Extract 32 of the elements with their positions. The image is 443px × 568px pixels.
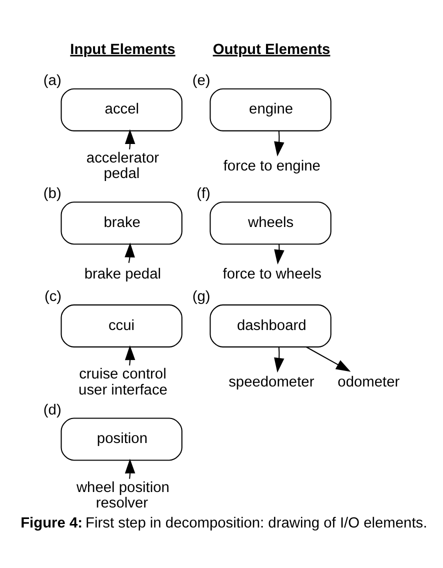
arrow	[306, 346, 351, 372]
arrow	[124, 344, 136, 366]
node-label: (d)	[43, 402, 62, 418]
node-box: engine	[210, 88, 332, 131]
arrow	[274, 244, 284, 264]
node-text: wheel position resolver	[76, 479, 170, 512]
arrow	[124, 458, 136, 478]
node-text: cruise control user interface	[78, 366, 168, 398]
node-box: wheels	[210, 201, 332, 244]
arrow	[274, 346, 284, 372]
node-text: accelerator pedal	[86, 150, 160, 182]
node-text: odometer	[338, 374, 400, 390]
node-box: accel	[60, 88, 182, 131]
node-box: dashboard	[210, 304, 332, 347]
node-label: (c)	[44, 288, 62, 304]
node-label: (a)	[43, 72, 62, 88]
node-text: force to engine	[223, 158, 320, 174]
caption: Figure 4: First step in decomposition: drawing of I/O elements.	[20, 515, 428, 532]
node-label: (b)	[43, 186, 62, 202]
node-text: force to wheels	[222, 266, 322, 282]
node-text: brake pedal	[84, 266, 162, 282]
arrow	[274, 130, 284, 156]
node-text: speedometer	[228, 374, 314, 390]
label: Input Elements	[70, 41, 176, 58]
node-label: (g)	[192, 288, 210, 304]
label: Output Elements	[212, 41, 330, 58]
node-box: position	[60, 417, 182, 460]
node-box: brake	[60, 201, 182, 244]
node-label: (f)	[196, 186, 210, 202]
node-box: ccui	[60, 304, 182, 347]
arrow	[124, 128, 136, 149]
node-label: (e)	[192, 72, 210, 88]
